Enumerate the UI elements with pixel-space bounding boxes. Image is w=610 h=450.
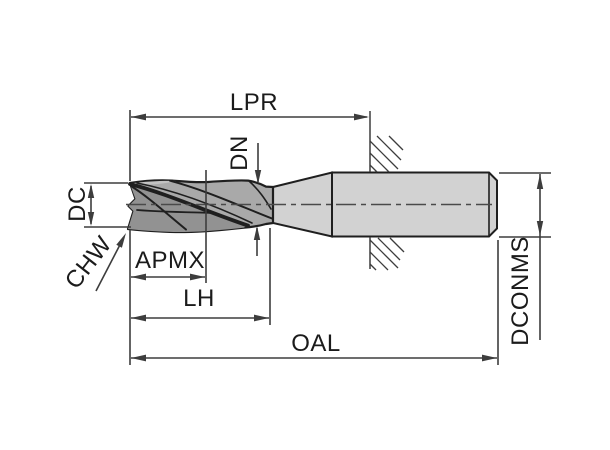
label-dc: DC [64,186,91,222]
dimension-arrowheads [87,113,544,362]
label-dconms: DCONMS [507,236,534,346]
flute-shadow [128,184,247,233]
hatch-bottom [369,237,405,271]
dimension-lines [84,110,551,365]
holder-wall-hatching [369,111,405,271]
label-apmx: APMX [134,247,206,274]
end-mill-tool [126,171,498,238]
flute-helix-lines [128,179,273,231]
label-dn: DN [226,135,253,171]
label-oal: OAL [291,330,341,357]
label-lh: LH [183,285,215,312]
hatch-top [369,135,404,173]
label-lpr: LPR [229,89,279,116]
